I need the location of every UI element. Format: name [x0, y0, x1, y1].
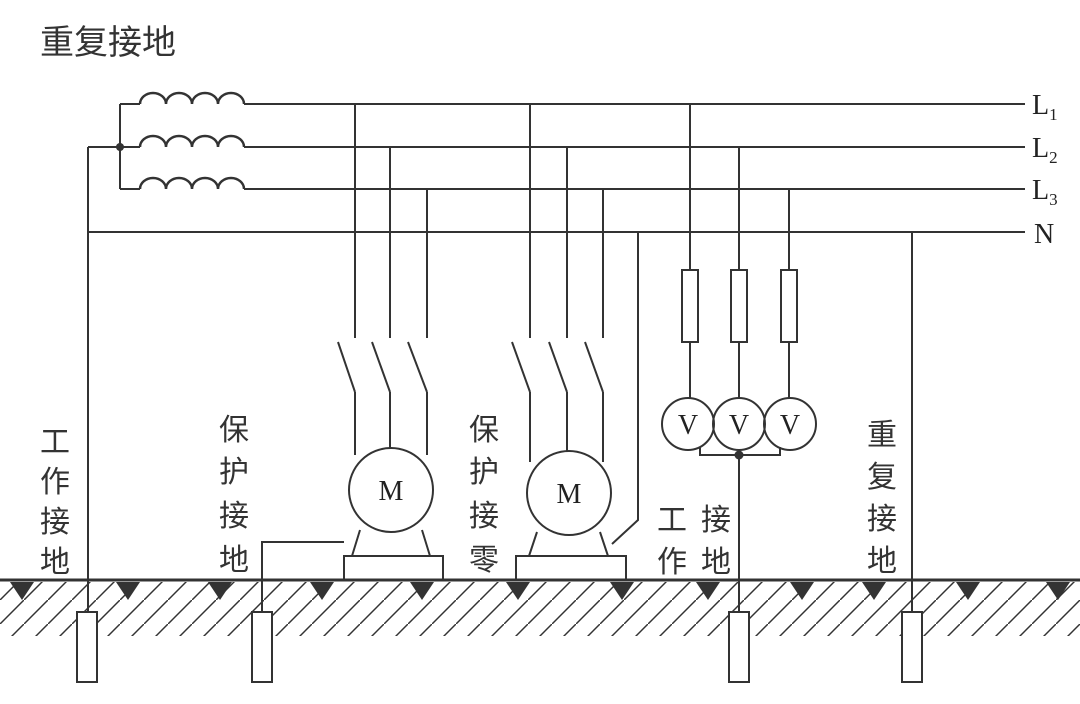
voltmeter-2-symbol: V: [729, 410, 749, 441]
svg-text:接: 接: [219, 499, 249, 534]
ground-electrode: [251, 611, 273, 683]
voltmeter-branch: V V V: [661, 104, 817, 612]
svg-text:重: 重: [867, 418, 897, 453]
ground-electrode: [728, 611, 750, 683]
switch-blade: [337, 341, 356, 393]
voltmeter-3-symbol: V: [780, 410, 800, 441]
svg-text:护: 护: [469, 455, 499, 490]
voltmeter-1-symbol: V: [678, 410, 698, 441]
svg-text:接: 接: [40, 505, 70, 540]
svg-text:作: 作: [40, 465, 70, 500]
svg-text:地: 地: [701, 545, 731, 580]
svg-text:接: 接: [701, 503, 731, 538]
winding-l1: [138, 91, 246, 105]
svg-text:护: 护: [219, 455, 249, 490]
motor-1-stand: [351, 529, 431, 557]
ground-wedges: [10, 582, 1070, 600]
svg-text:保: 保: [469, 413, 499, 448]
transformer-windings: [88, 91, 246, 190]
motor-2-branch: M: [511, 104, 639, 581]
fuse-3: [780, 269, 798, 343]
switch-blade: [371, 341, 391, 393]
svg-text:地: 地: [219, 543, 249, 578]
ground-hatch: [0, 582, 1080, 636]
label-work-ground-mid: 工 作 接 地: [657, 503, 731, 580]
svg-text:工: 工: [657, 503, 687, 538]
switch-blade: [407, 341, 428, 393]
motor-1: [348, 447, 434, 533]
bus-lines: [88, 103, 1025, 233]
ground-electrode: [901, 611, 923, 683]
ground-electrode: [76, 611, 98, 683]
svg-text:作: 作: [657, 545, 687, 580]
star-point-node: [116, 143, 124, 151]
protective-neutral-wire: [611, 232, 639, 545]
motor-2-stand: [528, 531, 609, 557]
motor-1-branch: M: [261, 104, 444, 612]
bus-label-l1: L1: [1032, 90, 1058, 124]
ground-electrodes: [76, 611, 923, 683]
switch-blade: [548, 341, 568, 393]
diagram-title: 重复接地: [40, 23, 176, 63]
winding-l3: [138, 176, 246, 190]
winding-l2: [138, 134, 246, 148]
bus-label-l2: L2: [1032, 133, 1058, 167]
bus-label-n: N: [1034, 219, 1054, 250]
svg-text:工: 工: [40, 425, 70, 460]
svg-text:地: 地: [867, 544, 897, 579]
motor-2-symbol: M: [557, 479, 582, 510]
svg-text:地: 地: [40, 545, 70, 580]
svg-text:保: 保: [219, 413, 249, 448]
bus-labels: L1 L2 L3 N: [1032, 90, 1058, 250]
ground-symbol: [0, 578, 1080, 636]
label-work-ground-left: 工 作 接 地: [40, 425, 70, 580]
bus-label-l3: L3: [1032, 175, 1058, 209]
label-protective-ground: 保 护 接 地: [219, 413, 249, 578]
svg-text:零: 零: [469, 543, 499, 578]
svg-text:接: 接: [469, 499, 499, 534]
label-protective-neutral: 保 护 接 零: [469, 413, 499, 578]
voltmeter-3: [763, 397, 817, 451]
svg-text:复: 复: [867, 460, 897, 495]
switch-blade: [511, 341, 531, 393]
switch-blade: [584, 341, 604, 393]
fuse-2: [730, 269, 748, 343]
svg-text:接: 接: [867, 502, 897, 537]
motor-1-base: [343, 555, 444, 581]
label-repeat-ground: 重 复 接 地: [867, 418, 897, 579]
motor-2: [526, 450, 612, 536]
motor-1-symbol: M: [379, 476, 404, 507]
motor-2-base: [515, 555, 627, 581]
fuse-1: [681, 269, 699, 343]
